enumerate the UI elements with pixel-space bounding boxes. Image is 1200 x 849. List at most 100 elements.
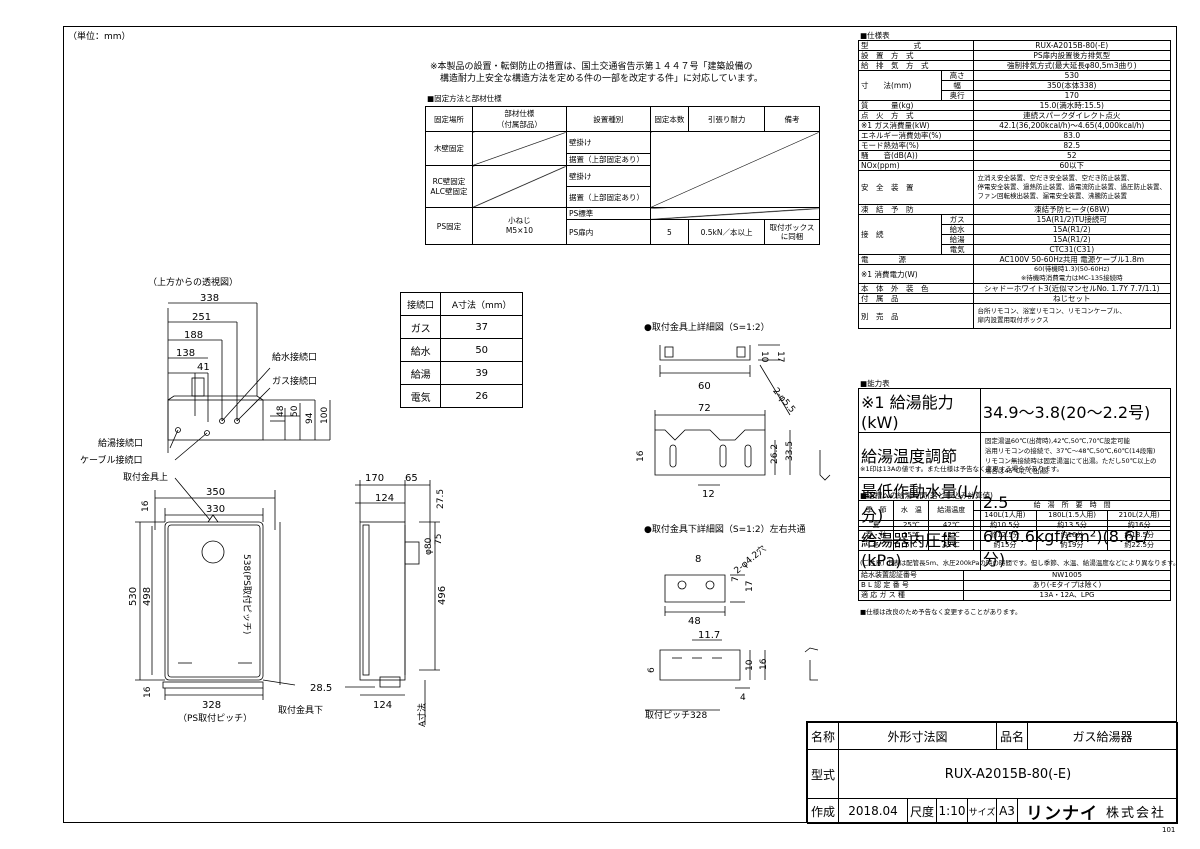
top-dim-188: 188 (184, 330, 203, 341)
bracket-bottom-drawing: 8 2-φ4.2穴 7 17 48 11.7 6 10 16 4 取付ピッチ32… (645, 543, 819, 721)
spec-row: モード熱効率(%)82.5 (858, 140, 1171, 151)
spec-label: 点 火 方 式 (858, 110, 974, 121)
fixing-note: 取付ボックス に同梱 (764, 219, 820, 245)
front-dim-330: 330 (206, 504, 225, 515)
bracket-bottom-dim-8: 8 (695, 554, 701, 565)
bracket-bottom-title: ●取付金具下詳細図（S=1:2）左右共通 (644, 525, 806, 535)
a-r1-c0: 給水 (399, 338, 442, 362)
spec-value: シャドーホワイト3(近似マンセルNo. 1.7Y 7.7/1.1) (972, 283, 1171, 294)
bath-cell: 約12.5分 (973, 530, 1037, 541)
bracket-bottom-dim-17: 17 (745, 581, 755, 592)
ps-pitch-label: （PS取付ピッチ） (178, 714, 253, 724)
bracket-top-dim-holes: 2-φ5.5 (770, 386, 796, 415)
front-dim-538-pitch: 538(PS取付ピッチ) (241, 554, 252, 634)
spec-value: 530 (972, 70, 1171, 81)
spec-row: 安 全 装 置立消え安全装置、空だき安全装置、空だき防止装置、 停電安全装置、過… (858, 170, 1171, 205)
label-bracket-bottom: 取付金具下 (278, 704, 323, 716)
label-hot-water-outlet: 給湯接続口 (98, 437, 143, 449)
company-suffix: 株式会社 (1106, 805, 1167, 821)
label-bracket-top: 取付金具上 (123, 471, 168, 483)
top-view-drawing: 338 251 188 138 41 48 50 94 100 給水接続口 ガス… (80, 293, 331, 466)
bath-cell: 42℃ (928, 540, 975, 551)
spec-label: 別 売 品 (858, 303, 974, 329)
spec-sublabel: 電気 (940, 244, 974, 255)
bath-table: 季 節 水 温 給湯温度 給 湯 所 要 時 間 140L(1人用) 180L(… (857, 500, 1171, 551)
spec-label: 設 置 方 式 (858, 50, 974, 61)
a-r1-c1: 50 (440, 338, 523, 362)
perf-value: 固定湯温60℃(出荷時),42℃,50℃,70℃設定可能 浴用リモコンの接続で、… (979, 432, 1172, 478)
front-view-drawing: 取付金具上 350 330 16 530 498 538(PS取付ピッチ) 16… (123, 471, 323, 716)
fixing-h5: 備考 (764, 106, 820, 132)
spec-value: 60(待機時1.3)(50-60Hz) ※待機時消費電力はMC-135接続時 (972, 264, 1171, 284)
bracket-top-dim-12: 12 (702, 489, 715, 500)
bracket-bottom-dim-4: 4 (740, 693, 746, 703)
perf-note: ※1印は13Aの値です。また仕様は予告なく変更する場合があります。 (860, 465, 1063, 473)
fixing-h4: 引張り耐力 (688, 106, 766, 132)
a-h0: 接続口 (399, 292, 442, 316)
spec-label: エネルギー消費効率(%) (858, 130, 974, 141)
fixing-table: 固定場所 部材仕様 （付属部品） 設置種別 固定本数 引張り耐力 備考 木壁固定… (425, 106, 821, 245)
bracket-bottom-dim-7: 7 (731, 576, 741, 582)
spec-value: 15A(R1/2) (972, 234, 1171, 245)
bracket-bottom-dim-11-7: 11.7 (698, 630, 720, 641)
note-line-2: 構造耐力上安全な構造方法を定める件の一部を改定する件」に対応しています。 (440, 74, 763, 84)
tb-company: リンナイ 株式会社 (1017, 798, 1178, 824)
a-r0-c1: 37 (440, 315, 523, 339)
fixing-h3: 固定本数 (649, 106, 690, 132)
spec-value: 82.5 (972, 140, 1171, 151)
spec-label: 電 源 (858, 254, 974, 265)
top-dim-251: 251 (192, 312, 211, 323)
perf-label: ※1 給湯能力(kW) (858, 388, 981, 433)
bath-cell: 約18.5分 (1107, 530, 1171, 541)
a-r3-c1: 26 (440, 384, 523, 408)
side-dim-27-5: 27.5 (436, 489, 446, 509)
spec-label: 接 続 (858, 214, 942, 255)
bath-cell: 夏 (857, 520, 895, 531)
spec-value: CTC31(C31) (972, 244, 1171, 255)
label-water-inlet: 給水接続口 (272, 351, 317, 363)
drawing-frame (63, 26, 1177, 823)
company-logo: リンナイ (1026, 803, 1098, 824)
bracket-bottom-dim-10: 10 (745, 659, 755, 671)
spec-sublabel: 給湯 (940, 234, 974, 245)
bath-h0: 季 節 (857, 500, 895, 521)
bath-cell: 約22.5分 (1107, 540, 1171, 551)
spec-sublabel: 給水 (940, 224, 974, 235)
bracket-top-dim-10: 10 (759, 351, 769, 363)
bracket-bottom-dim-holes: 2-φ4.2穴 (731, 543, 768, 577)
tb-scale-value: 1:10 (936, 798, 968, 824)
tb-model-value: RUX-A2015B-80(-E) (838, 749, 1178, 799)
side-dim-a: A寸法 (416, 703, 428, 727)
perf-value: 34.9～3.8(20～2.2号) (979, 388, 1172, 433)
spec-value: PS扉内設置後方排気型 (972, 50, 1171, 61)
spec-value: 350(本体338) (972, 80, 1171, 91)
tb-name-value: 外形寸法図 (838, 722, 997, 750)
spec-row: NOx(ppm)60以下 (858, 160, 1171, 171)
spec-value: 凍結予防ヒータ(68W) (972, 204, 1171, 215)
front-dim-16-top: 16 (141, 500, 151, 512)
bath-h3: 給 湯 所 要 時 間 (973, 500, 1171, 511)
front-dim-328: 328 (202, 700, 221, 711)
bath-cell: 42℃ (928, 530, 975, 541)
bath-cell: 約16分 (1107, 520, 1171, 531)
spec-title: ■仕様表 (860, 31, 890, 40)
perf-title: ■能力表 (860, 379, 890, 388)
side-dim-496: 496 (437, 586, 448, 605)
a-r2-c0: 給湯 (399, 361, 442, 385)
side-view-drawing: 170 65 124 27.5 φ80 75 496 28.5 124 A寸法 (310, 473, 448, 727)
cert-label: B L 認 定 番 号 (858, 580, 964, 591)
spec-label: ※1 ガス消費量(kW) (858, 120, 974, 131)
fixing-type-2-1: PS扉内 (565, 219, 651, 245)
spec-value: 52 (972, 150, 1171, 161)
bath-cell: 約13.5分 (1035, 520, 1109, 531)
spec-label: 質 量(kg) (858, 100, 974, 111)
label-gas-inlet: ガス接続口 (272, 375, 317, 387)
perf-row: ※1 給湯能力(kW)34.9～3.8(20～2.2号) (858, 388, 1172, 433)
spec-row: 給 排 気 方 式強制排気方式(最大延長φ80,5m3曲り) (858, 60, 1171, 71)
